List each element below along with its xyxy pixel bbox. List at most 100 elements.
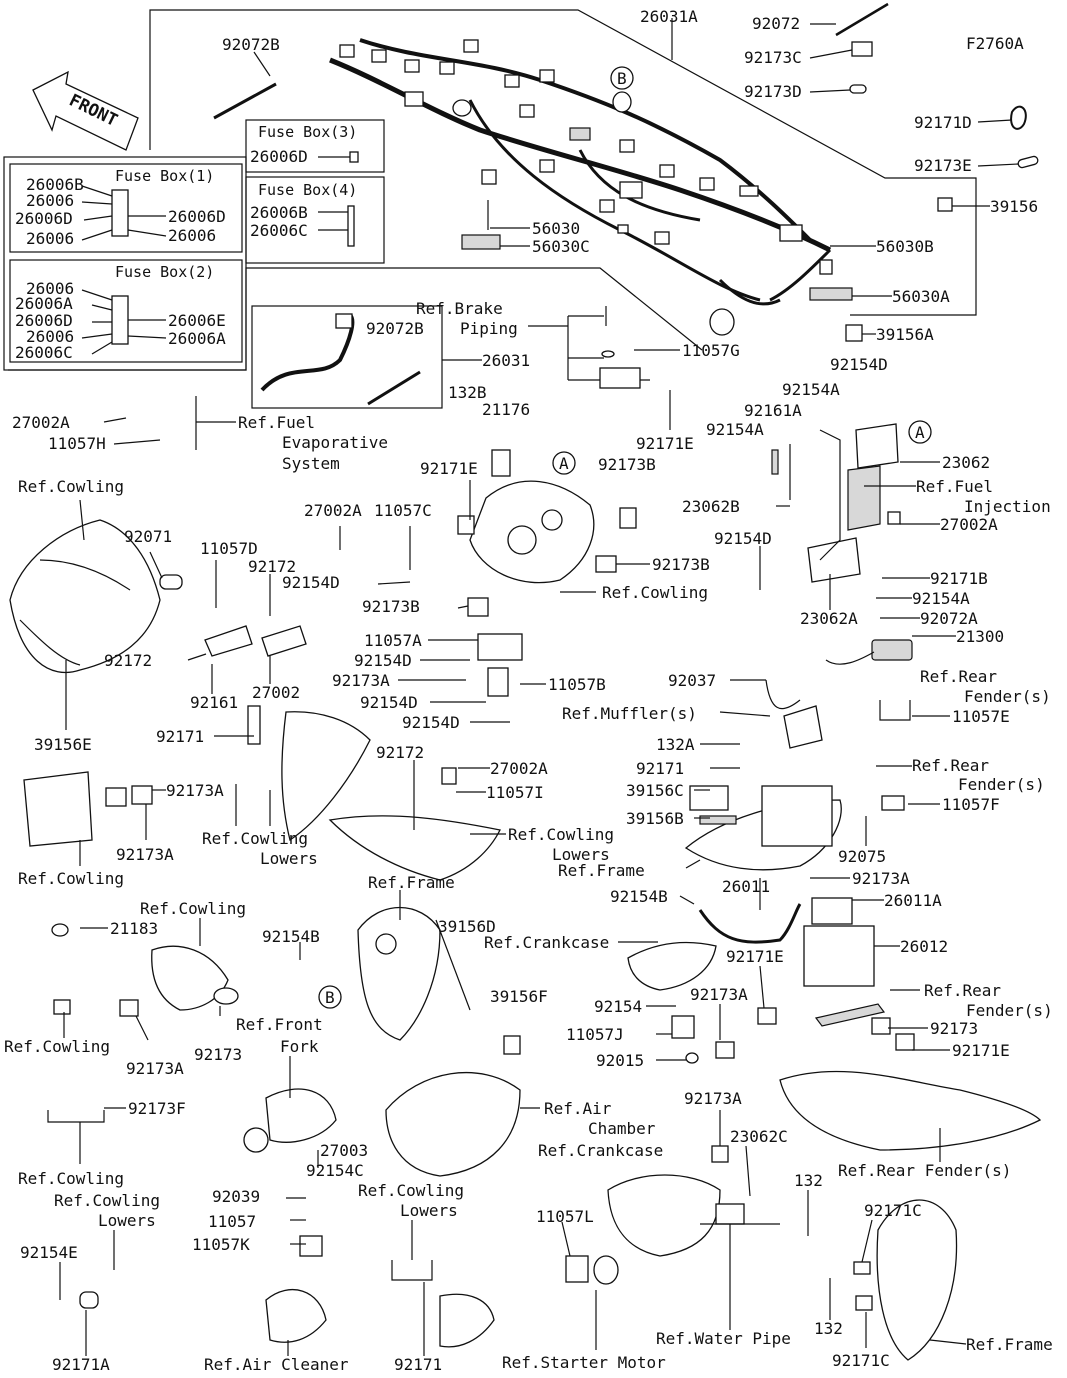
fuse-box-1-title: Fuse Box(1) [115,167,214,185]
part-label: 56030A [892,287,950,306]
part-label: Chamber [588,1119,656,1138]
fuse-part: 26006A [15,294,73,313]
part-label: Ref.Air Cleaner [204,1355,349,1374]
part-label: 39156D [438,917,496,936]
part-label: 27003 [320,1141,368,1160]
part-label: Ref.Rear [924,981,1001,1000]
part-label: 92173 [930,1019,978,1038]
part-label: 21176 [482,400,530,419]
part-label: 11057A [364,631,422,650]
fuse-part: 26006E [168,311,226,330]
fuse-box-3-title: Fuse Box(3) [258,123,357,141]
part-label: Ref.Cowling [202,829,308,848]
part-label: Lowers [260,849,318,868]
part-label: 27002A [940,515,998,534]
part-label: 92173A [852,869,910,888]
fuse-part: 26006A [168,329,226,348]
part-label: Ref.Cowling [602,583,708,602]
fuse-part: 26006C [250,221,308,240]
part-label: 92154A [782,380,840,399]
part-label: Ref.Cowling [140,899,246,918]
part-label: Ref.Rear Fender(s) [838,1161,1011,1180]
part-label: Lowers [98,1211,156,1230]
part-label: 92037 [668,671,716,690]
part-label: 92173B [598,455,656,474]
callout-a-1: B [610,66,634,90]
part-label: 92173C [744,48,802,67]
part-label: 92173A [166,781,224,800]
figure-id: F2760A [966,34,1024,53]
part-label: 92154D [360,693,418,712]
part-label: Ref.Cowling [18,1169,124,1188]
part-label: Lowers [400,1201,458,1220]
part-label: 26012 [900,937,948,956]
part-label: Ref.Cowling [18,869,124,888]
upper-bracket [457,449,637,697]
part-label: 39156B [626,809,684,828]
part-label: 92171E [420,459,478,478]
part-label: 92171 [394,1355,442,1374]
part-label: 92154E [20,1243,78,1262]
part-label: 92154D [830,355,888,374]
part-label: 92039 [212,1187,260,1206]
part-label: Ref.Cowling [54,1191,160,1210]
part-label: 92173E [914,156,972,175]
part-label: 92154B [262,927,320,946]
part-label: Injection [964,497,1051,516]
part-label: 11057D [200,539,258,558]
part-label: 92171C [832,1351,890,1370]
part-label: 92072 [752,14,800,33]
part-label: Ref.Brake [416,299,503,318]
part-label: Ref.Water Pipe [656,1329,791,1348]
part-label: System [282,454,340,473]
part-label: 56030 [532,219,580,238]
part-label: 26031 [482,351,530,370]
part-label: 27002A [490,759,548,778]
part-label: 11057 [208,1212,256,1231]
part-label: 27002A [304,501,362,520]
front-arrow-icon: FRONT [32,70,139,151]
part-label: 23062 [942,453,990,472]
part-label: 27002 [252,683,300,702]
brake-piping-group [528,306,650,389]
part-label: 92154D [714,529,772,548]
part-label: Ref.Cowling [18,477,124,496]
part-label: 11057C [374,501,432,520]
part-label: 92171D [914,113,972,132]
callout-b-label: B [617,69,627,88]
part-label: 11057K [192,1235,250,1254]
part-label: 11057F [942,795,1000,814]
part-label: 92173B [652,555,710,574]
part-label: 21183 [110,919,158,938]
part-label: 11057G [682,341,740,360]
part-label: 11057I [486,783,544,802]
part-label: 92154D [282,573,340,592]
part-label: Fender(s) [966,1001,1053,1020]
part-label: 92171E [636,434,694,453]
part-label: Ref.Rear [920,667,997,686]
fuse-part: 26006D [15,209,73,228]
part-label: 92171E [726,947,784,966]
part-label: Ref.Starter Motor [502,1353,666,1372]
part-label: Ref.Crankcase [538,1141,663,1160]
part-label: 56030C [532,237,590,256]
fuse-part: 26006D [250,147,308,166]
fuse-part: 26006 [26,191,74,210]
part-label: 39156F [490,987,548,1006]
part-label: 92171B [930,569,988,588]
part-label: Ref.Fuel [916,477,993,496]
part-label: 92171 [636,759,684,778]
part-label: 92072B [222,35,280,54]
part-label: Fender(s) [964,687,1051,706]
part-label: 92072A [920,609,978,628]
part-label: 92154D [354,651,412,670]
part-label: 39156C [626,781,684,800]
fuse-part: 26006 [26,229,74,248]
part-label: 92173B [362,597,420,616]
fuse-part: 26006D [168,207,226,226]
callout-a-3: A [552,451,576,475]
part-label: Evaporative [282,433,388,452]
fuse-part: 26006 [168,226,216,245]
fuse-part: 26006C [15,343,73,362]
part-label: Ref.Rear [912,756,989,775]
